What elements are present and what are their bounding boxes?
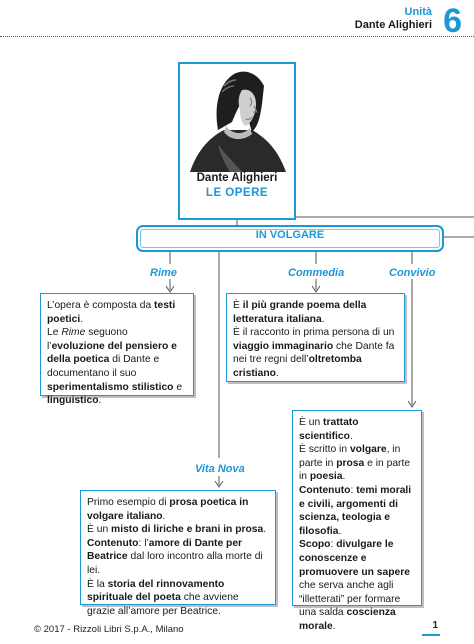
copyright: © 2017 - Rizzoli Libri S.p.A., Milano (34, 624, 184, 635)
text-run: e in parte in (299, 457, 411, 483)
text-run: dal loro incontro alla morte di lei. (87, 551, 263, 576)
unit-number: 6 (443, 2, 462, 40)
text-run: il più grande poema della letteratura it… (233, 300, 367, 325)
text-run: volgare (349, 444, 387, 456)
page-number-underline (422, 634, 440, 636)
portrait-box (178, 62, 296, 220)
text-run: È (233, 300, 243, 311)
text-run: Scopo (299, 539, 331, 551)
text-run: , in parte in (299, 444, 401, 469)
text-run: e (173, 381, 183, 393)
text-run: prosa (336, 457, 365, 469)
unit-label: Unità (404, 6, 433, 18)
text-run: È un (87, 524, 112, 536)
text-run: . (338, 525, 342, 537)
text-run: amore di Dante per Beatrice (87, 537, 243, 563)
portrait-subtitle: LE OPERE (205, 187, 269, 199)
header-divider (0, 36, 474, 37)
text-run: testi poetici (47, 300, 176, 325)
text-run: È scritto in (299, 444, 350, 456)
text-run: . (275, 367, 279, 379)
rime-title: Rime (150, 267, 177, 279)
text-run: Le (47, 327, 62, 339)
text-run: È il racconto in prima persona di un (233, 327, 395, 339)
text-run: : (350, 484, 357, 496)
text-run: divulgare le conoscenze e promuovere un … (299, 539, 411, 578)
text-run: . (342, 471, 346, 483)
convivio-card: È un trattato scientifico. È scritto in v… (292, 410, 422, 632)
text-run: . (162, 510, 166, 522)
in-volgare-banner (136, 225, 444, 252)
text-run: . (349, 430, 353, 442)
text-run: prosa poetica in volgare italiano (87, 497, 249, 522)
text-run: È un (299, 417, 324, 428)
text-run: linguistico (47, 395, 99, 407)
text-run: : l’ (138, 537, 149, 549)
text-run: misto di liriche e brani in prosa (111, 524, 264, 536)
portrait-name: Dante Alighieri (196, 172, 278, 184)
text-run: . (80, 313, 84, 325)
convivio-text: È un trattato scientifico. È scritto in v… (299, 416, 415, 634)
text-run: che avviene grazie all’amore per Beatric… (87, 592, 239, 617)
text-run: : (330, 539, 337, 551)
text-run: che serva anche agli “illetterati” per f… (299, 580, 401, 619)
text-run: È la (87, 578, 108, 590)
vita-nova-card: Primo esempio di prosa poetica in volgar… (80, 490, 276, 617)
commedia-title: Commedia (288, 267, 345, 279)
text-run: seguono l’ (47, 327, 128, 352)
text-run: . (332, 620, 336, 632)
unit-author: Dante Alighieri (354, 19, 432, 31)
page-number: 1 (432, 620, 438, 631)
text-run: viaggio immaginario (233, 340, 334, 352)
vita-nova-title: Vita Nova (195, 463, 245, 475)
convivio-title: Convivio (389, 267, 436, 279)
text-run: coscienza morale (299, 607, 396, 632)
text-run: di Dante e documentano il suo (47, 354, 160, 379)
text-run: evoluzione del pensiero e della poetica (47, 340, 177, 366)
commedia-card: È il più grande poema della letteratura … (226, 293, 405, 382)
text-run: L’opera è composta da (47, 300, 155, 311)
rime-text: L’opera è composta da testi poetici. Le R… (47, 299, 187, 408)
text-run: . (263, 524, 267, 536)
text-run: sperimentalismo stilistico (47, 381, 174, 393)
text-run: . (98, 395, 102, 407)
commedia-text: È il più grande poema della letteratura … (233, 299, 398, 381)
text-run: oltretomba cristiano (233, 354, 362, 379)
text-run: . (321, 313, 325, 325)
text-run: storia del rinnovamento spirituale del p… (87, 578, 225, 604)
dante-portrait-image (180, 64, 294, 174)
rime-card: L’opera è composta da testi poetici. Le R… (40, 293, 194, 406)
text-run: Contenuto (87, 537, 139, 549)
text-run: temi morali e civili, argomenti di scien… (299, 484, 412, 537)
text-run: Contenuto (299, 484, 351, 496)
text-run: Primo esempio di (87, 497, 170, 508)
in-volgare-label: IN VOLGARE (255, 229, 325, 241)
vita-nova-text: Primo esempio di prosa poetica in volgar… (87, 496, 269, 618)
text-run: trattato scientifico (299, 417, 359, 442)
text-run: che Dante fa nei tre regni dell’ (233, 340, 395, 366)
text-run: poesia (309, 471, 343, 483)
text-run: Rime (61, 327, 86, 339)
